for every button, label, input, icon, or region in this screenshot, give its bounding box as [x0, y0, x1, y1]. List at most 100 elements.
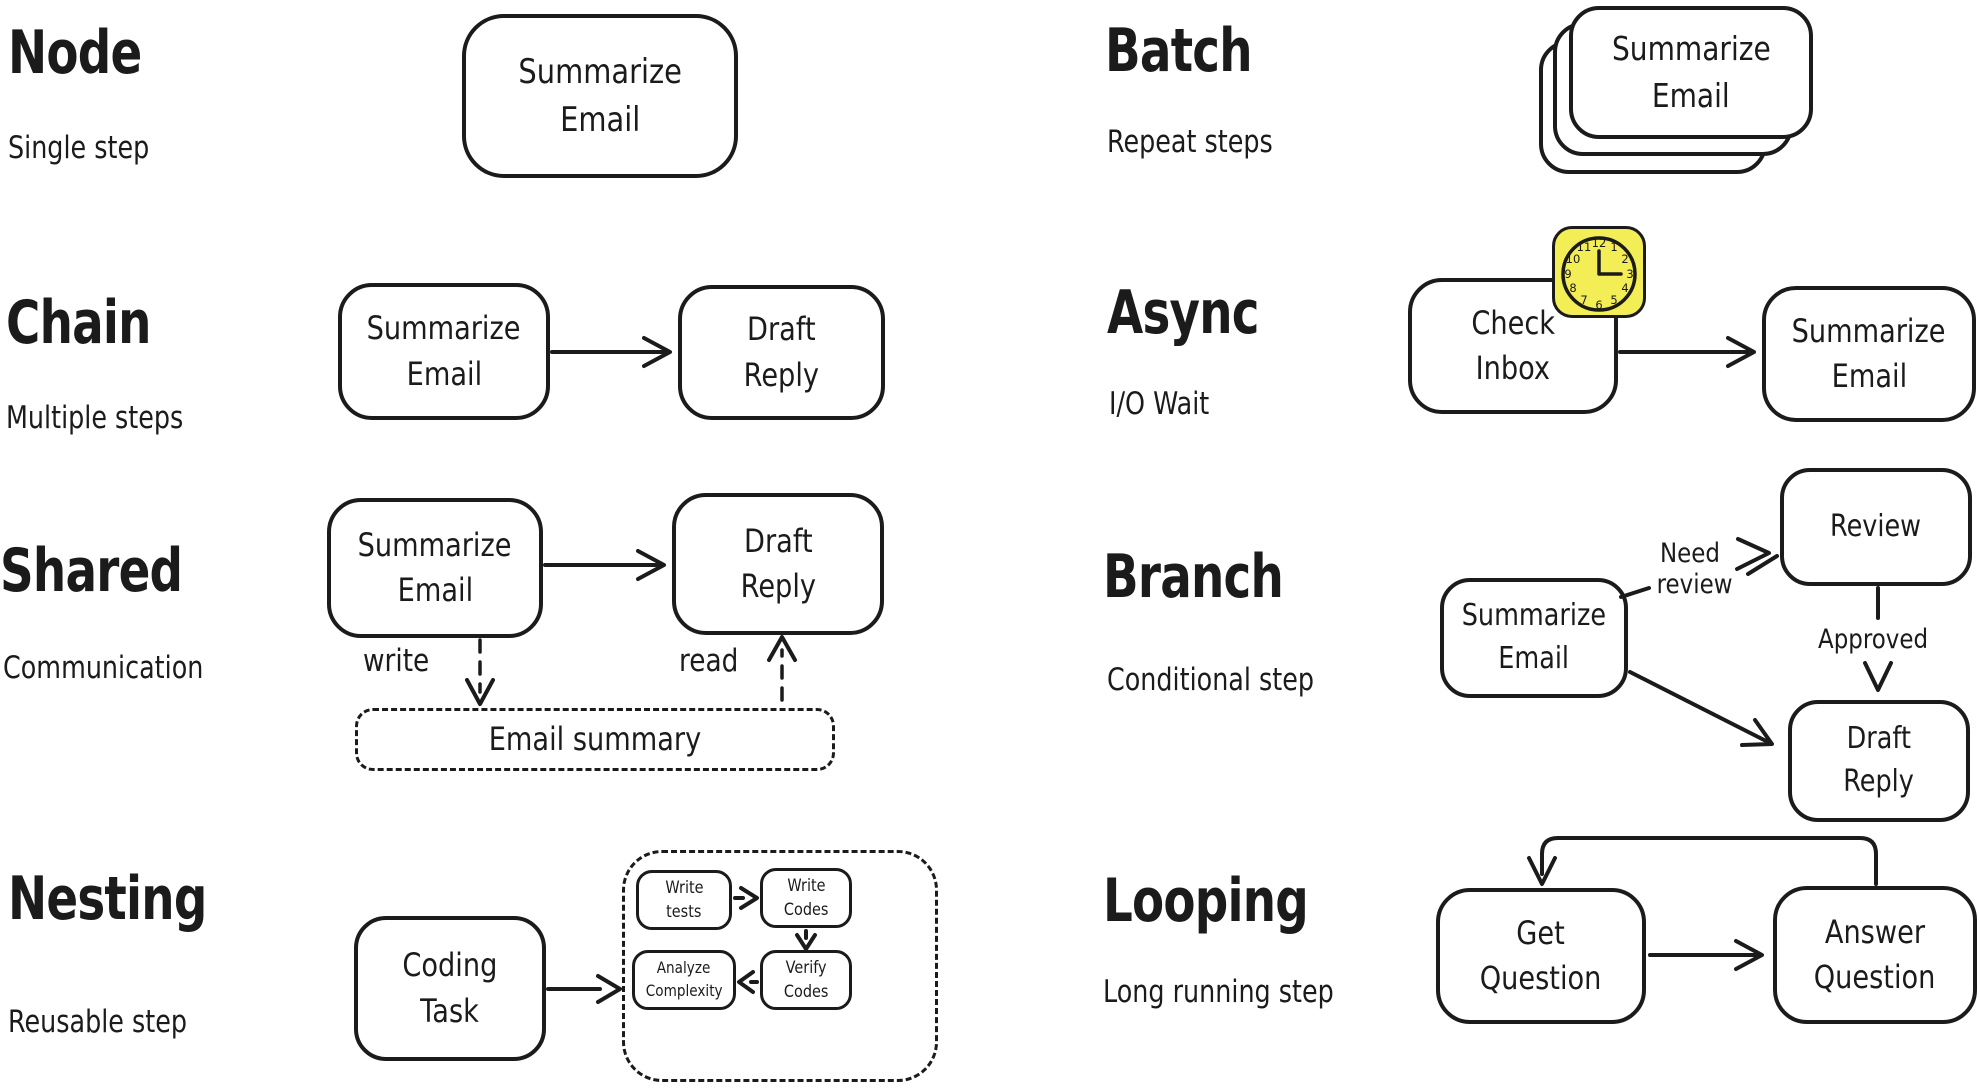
- async-subtitle: I/O Wait: [1109, 386, 1210, 422]
- box-line: Task: [420, 991, 480, 1030]
- branch-need-review-arrowhead: [1735, 537, 1779, 576]
- nesting-arrow: [546, 974, 622, 1004]
- clock-number: 8: [1569, 281, 1576, 295]
- clock-number: 2: [1621, 252, 1628, 266]
- nesting-box-write-tests: Write tests: [636, 870, 732, 930]
- clock-number: 11: [1577, 240, 1592, 254]
- label-line: Need: [1660, 538, 1720, 569]
- shared-read-arrowhead: [767, 635, 797, 662]
- shared-box-draft-reply: Draft Reply: [672, 493, 884, 635]
- node-box-line1: Summarize: [518, 51, 682, 92]
- shared-title: Shared: [0, 536, 183, 606]
- box-line: Reply: [743, 355, 820, 394]
- box-line: Review: [1830, 508, 1922, 544]
- nesting-box-analyze-complexity: Analyze Complexity: [632, 950, 736, 1010]
- box-line: Draft: [743, 521, 813, 560]
- box-line: Summarize: [358, 525, 512, 564]
- batch-card-front: Summarize Email: [1569, 6, 1813, 139]
- branch-approved-arrowhead: [1863, 661, 1893, 692]
- clock-number: 10: [1566, 252, 1581, 266]
- branch-box-review: Review: [1780, 468, 1972, 586]
- clock-number: 4: [1621, 281, 1628, 295]
- box-line: Email: [1652, 75, 1730, 115]
- async-arrow: [1618, 336, 1756, 368]
- nesting-box-verify-codes: Verify Codes: [760, 950, 852, 1010]
- branch-diagonal-arrow: [1628, 670, 1774, 747]
- box-line: Summarize: [1611, 28, 1771, 68]
- clock-number: 12: [1592, 236, 1607, 250]
- chain-box-draft-reply: Draft Reply: [678, 285, 885, 420]
- box-line: Codes: [783, 900, 829, 920]
- looping-subtitle: Long running step: [1103, 974, 1334, 1010]
- box-line: Email: [397, 571, 473, 609]
- box-line: Summarize: [367, 309, 521, 348]
- nesting-title: Nesting: [8, 864, 207, 934]
- async-box-summarize-email: Summarize Email: [1762, 286, 1976, 422]
- box-line: Complexity: [645, 981, 723, 1000]
- batch-subtitle: Repeat steps: [1107, 124, 1273, 160]
- box-line: Answer: [1824, 912, 1926, 951]
- box-line: Email: [1831, 357, 1907, 395]
- clock-number: 9: [1564, 267, 1571, 281]
- shared-write-label: write: [363, 643, 430, 679]
- node-title: Node: [8, 18, 142, 88]
- node-subtitle: Single step: [8, 130, 150, 166]
- shared-box-summarize-email: Summarize Email: [327, 498, 543, 638]
- label-line: review: [1656, 569, 1733, 601]
- box-line: Email: [406, 354, 482, 393]
- branch-subtitle: Conditional step: [1107, 662, 1315, 698]
- box-line: Email: [1498, 641, 1570, 676]
- async-title: Async: [1107, 278, 1260, 348]
- shared-arrow: [543, 549, 666, 581]
- branch-approved-label: Approved: [1818, 624, 1929, 655]
- node-box: Summarize Email: [462, 14, 738, 178]
- box-line: Coding: [402, 946, 498, 985]
- branch-title: Branch: [1103, 542, 1284, 612]
- looping-loopback-arrow: [1527, 836, 1878, 886]
- chain-box-summarize-email: Summarize Email: [338, 283, 550, 420]
- clock-number: 5: [1610, 293, 1617, 307]
- clock-number: 6: [1595, 298, 1602, 312]
- box-line: tests: [666, 902, 702, 922]
- node-box-line2: Email: [559, 100, 641, 140]
- box-line: Write: [786, 875, 826, 896]
- branch-need-review-label: Need review: [1656, 538, 1733, 601]
- clock-hands: [1597, 249, 1623, 276]
- box-line: Summarize: [1461, 598, 1607, 634]
- branch-box-draft-reply: Draft Reply: [1788, 700, 1970, 822]
- box-line: Analyze: [657, 958, 711, 978]
- looping-box-answer-question: Answer Question: [1773, 886, 1977, 1024]
- box-line: Draft: [1846, 721, 1912, 757]
- nesting-subtitle: Reusable step: [8, 1004, 188, 1040]
- looping-box-get-question: Get Question: [1436, 888, 1646, 1024]
- shared-store-box: Email summary: [355, 708, 835, 771]
- box-line: Reply: [1843, 764, 1915, 799]
- chain-subtitle: Multiple steps: [6, 400, 184, 436]
- branch-box-summarize-email: Summarize Email: [1440, 578, 1628, 698]
- looping-arrow: [1648, 939, 1764, 971]
- chain-arrow: [550, 336, 672, 368]
- looping-title: Looping: [1103, 866, 1309, 936]
- chain-title: Chain: [6, 288, 151, 358]
- batch-title: Batch: [1105, 16, 1253, 86]
- clock-number: 7: [1580, 293, 1587, 307]
- box-line: Question: [1480, 959, 1602, 997]
- box-line: Codes: [783, 982, 829, 1002]
- nesting-container: [622, 850, 938, 1082]
- box-line: Draft: [747, 310, 816, 349]
- nesting-box-write-codes: Write Codes: [760, 868, 852, 928]
- shared-subtitle: Communication: [3, 650, 204, 686]
- box-line: Get: [1516, 913, 1566, 952]
- box-line: Write: [664, 877, 704, 898]
- clock-number: 3: [1626, 267, 1633, 281]
- shared-write-arrowhead: [465, 678, 495, 706]
- box-line: Summarize: [1792, 311, 1946, 350]
- box-line: Inbox: [1475, 349, 1551, 387]
- shared-read-label: read: [679, 643, 739, 679]
- clock-number: 1: [1610, 240, 1617, 254]
- box-line: Question: [1814, 958, 1936, 996]
- box-line: Email summary: [488, 719, 702, 758]
